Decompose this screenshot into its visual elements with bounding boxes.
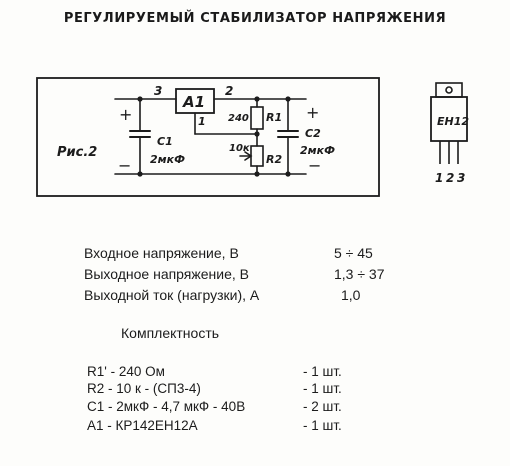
resistor-r2 [250, 145, 264, 167]
package-pin-1: 1 [435, 171, 443, 185]
kit-item-a1: A1 - КР142ЕН12А [87, 418, 198, 433]
kit-qty-a1: - 1 шт. [303, 418, 342, 433]
package-pin-2: 2 [446, 171, 454, 185]
pin-out-label: 2 [225, 84, 233, 98]
kit-title: Комплектность [121, 325, 220, 341]
package-label: ЕН12 [437, 115, 469, 128]
package-pin-3: 3 [457, 171, 465, 185]
resistor-r1 [250, 106, 264, 130]
r1-name: R1 [266, 111, 282, 124]
pin-in-label: 3 [154, 84, 162, 98]
schematic-frame [36, 77, 380, 197]
c1-value: 2мкФ [150, 153, 185, 166]
r2-name: R2 [266, 153, 282, 166]
spec-value-output-voltage: 1,3 ÷ 37 [334, 266, 385, 282]
output-minus-sign: − [308, 156, 321, 175]
spec-value-output-current: 1,0 [341, 287, 361, 303]
output-plus-sign: + [306, 103, 319, 122]
page-title: РЕГУЛИРУЕМЫЙ СТАБИЛИЗАТОР НАПРЯЖЕНИЯ [63, 11, 447, 26]
spec-label-input-voltage: Входное напряжение, В [84, 245, 239, 261]
pin-adj-label: 1 [198, 115, 206, 128]
c2-value: 2мкФ [300, 144, 335, 157]
kit-item-r2: R2 - 10 к - (СП3-4) [87, 381, 201, 396]
spec-value-input-voltage: 5 ÷ 45 [334, 245, 373, 261]
r1-value: 240 [228, 113, 249, 124]
chip-a1-label: A1 [182, 93, 205, 111]
package-tab [435, 82, 463, 98]
c1-name: C1 [157, 135, 173, 148]
spec-label-output-voltage: Выходное напряжение, В [84, 266, 249, 282]
spec-label-output-current: Выходной ток (нагрузки), А [84, 287, 260, 303]
figure-caption: Рис.2 [57, 145, 97, 160]
input-minus-sign: − [118, 156, 131, 175]
input-plus-sign: + [119, 105, 132, 124]
r2-value: 10к [229, 143, 250, 154]
c2-name: C2 [305, 127, 321, 140]
kit-qty-r2: - 1 шт. [303, 381, 342, 396]
kit-item-r1: R1' - 240 Ом [87, 364, 165, 379]
kit-qty-r1: - 1 шт. [303, 364, 342, 379]
kit-item-c1: C1 - 2мкФ - 4,7 мкФ - 40В [87, 399, 246, 414]
kit-qty-c1: - 2 шт. [303, 399, 342, 414]
